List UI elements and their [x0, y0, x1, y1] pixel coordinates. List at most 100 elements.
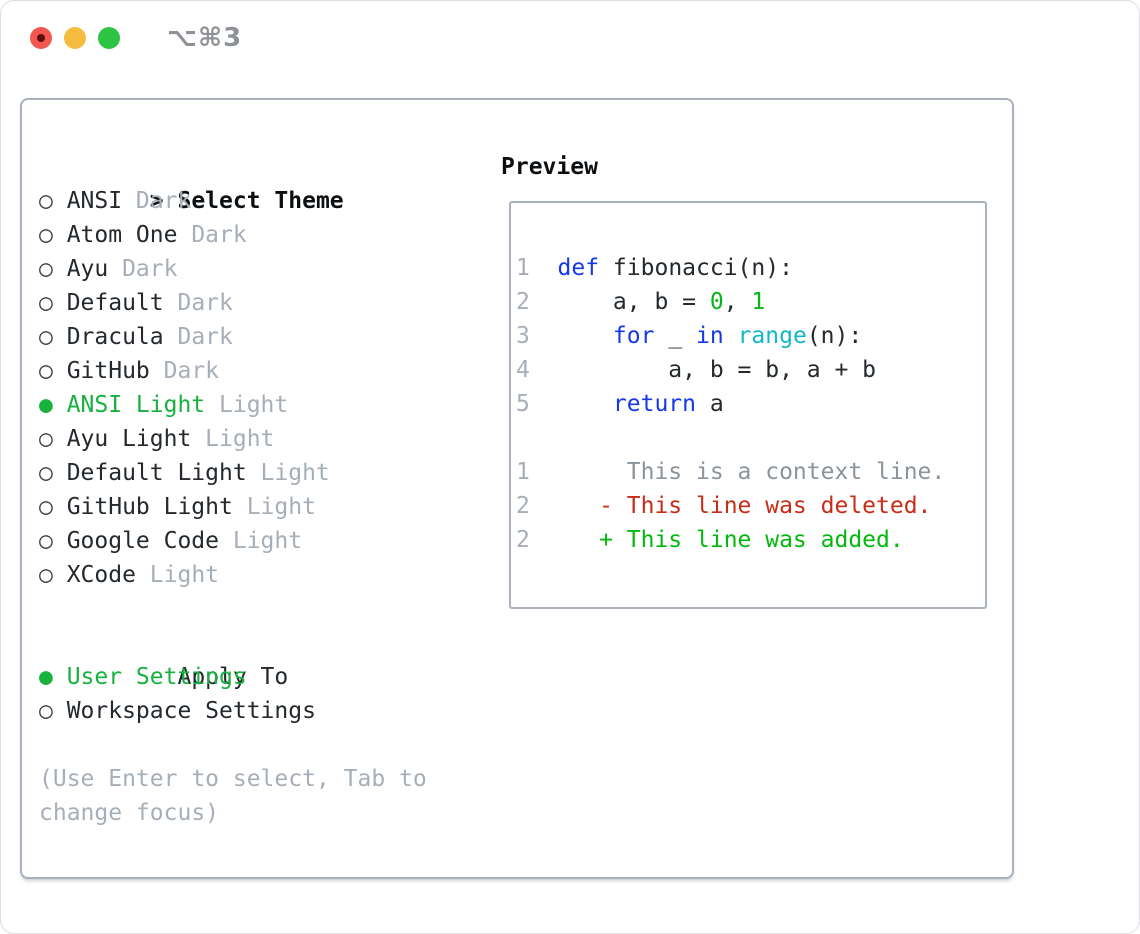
- theme-name: Default Light: [66, 460, 247, 486]
- zoom-button[interactable]: [98, 27, 120, 49]
- radio-unselected-icon: ○: [39, 290, 53, 316]
- code-token: a, b = b, a + b: [557, 357, 877, 383]
- line-number: 4: [516, 357, 530, 383]
- code-token: [558, 391, 613, 417]
- theme-name: ANSI: [66, 188, 123, 214]
- select-theme-header: >Select Theme: [39, 150, 501, 214]
- theme-option[interactable]: ○ Atom One Dark: [39, 218, 501, 252]
- apply-to-label: User Settings: [66, 664, 247, 690]
- close-button[interactable]: [30, 27, 52, 49]
- apply-to-option[interactable]: ● User Settings: [39, 660, 501, 694]
- code-token: fibonacci(n):: [599, 255, 793, 281]
- theme-variant-tag: Dark: [191, 222, 247, 248]
- code-token: a: [696, 391, 724, 417]
- preview-line: 2 - This line was deleted.: [516, 489, 985, 523]
- line-number: 2: [516, 289, 530, 315]
- hint-line-1: (Use Enter to select, Tab to: [39, 766, 427, 792]
- cursor-prompt-icon: >: [149, 188, 164, 214]
- theme-option[interactable]: ○ Google Code Light: [39, 524, 501, 558]
- radio-unselected-icon: ○: [39, 324, 53, 350]
- theme-option[interactable]: ○ XCode Light: [39, 558, 501, 592]
- preview-title: Preview: [501, 154, 598, 180]
- code-token: This is a context line.: [557, 459, 946, 485]
- code-token: [724, 323, 738, 349]
- theme-name: XCode: [66, 562, 136, 588]
- line-number: 2: [516, 527, 530, 553]
- minimize-button[interactable]: [64, 27, 86, 49]
- preview-line: 2 + This line was added.: [516, 523, 985, 557]
- line-number: 3: [516, 323, 530, 349]
- window-title: ⌥⌘3: [167, 23, 243, 53]
- line-number: 2: [516, 493, 530, 519]
- code-token: range: [737, 323, 807, 349]
- radio-unselected-icon: ○: [39, 460, 53, 486]
- theme-variant-tag: Light: [219, 392, 289, 418]
- theme-name: GitHub: [66, 358, 150, 384]
- theme-variant-tag: Dark: [177, 324, 233, 350]
- theme-option[interactable]: ○ Ayu Dark: [39, 252, 501, 286]
- radio-unselected-icon: ○: [39, 562, 53, 588]
- line-number: 1: [516, 255, 530, 281]
- code-token: - This line was deleted.: [557, 493, 932, 519]
- theme-name: Ayu Light: [66, 426, 192, 452]
- apply-to-title: Apply To: [177, 664, 289, 690]
- radio-unselected-icon: ○: [39, 426, 53, 452]
- radio-unselected-icon: ○: [39, 188, 53, 214]
- line-number: 5: [516, 391, 530, 417]
- preview-line: 2 a, b = 0, 1: [516, 285, 985, 319]
- code-token: + This line was added.: [557, 527, 904, 553]
- code-token: def: [557, 255, 600, 281]
- line-number: 1: [516, 459, 530, 485]
- theme-name: Atom One: [66, 222, 178, 248]
- spacer: [39, 728, 501, 762]
- code-token: return: [612, 391, 697, 417]
- radio-selected-icon: ●: [39, 392, 53, 418]
- preview-line: 4 a, b = b, a + b: [516, 353, 985, 387]
- radio-unselected-icon: ○: [39, 698, 53, 724]
- preview-line: 1 def fibonacci(n):: [516, 251, 985, 285]
- theme-variant-tag: Dark: [122, 256, 178, 282]
- radio-unselected-icon: ○: [39, 256, 53, 282]
- theme-option[interactable]: ○ GitHub Dark: [39, 354, 501, 388]
- radio-unselected-icon: ○: [39, 528, 53, 554]
- code-token: (n):: [806, 323, 863, 349]
- theme-variant-tag: Light: [205, 426, 275, 452]
- theme-option[interactable]: ○ Ayu Light Light: [39, 422, 501, 456]
- preview-line: 5 return a: [516, 387, 985, 421]
- code-token: a, b =: [557, 289, 710, 315]
- theme-name: Google Code: [66, 528, 220, 554]
- theme-variant-tag: Light: [149, 562, 220, 588]
- traffic-lights: [30, 27, 120, 49]
- apply-to-label: Workspace Settings: [66, 698, 316, 724]
- code-token: 0: [709, 289, 724, 315]
- theme-variant-tag: Dark: [163, 358, 220, 384]
- code-token: _: [654, 323, 697, 349]
- code-token: for: [612, 323, 655, 349]
- theme-name: Ayu: [66, 256, 109, 282]
- preview-line: 3 for _ in range(n):: [516, 319, 985, 353]
- theme-variant-tag: Light: [246, 494, 316, 520]
- radio-unselected-icon: ○: [39, 358, 53, 384]
- theme-name: GitHub Light: [66, 494, 233, 520]
- apply-to-option[interactable]: ○ Workspace Settings: [39, 694, 501, 728]
- theme-option[interactable]: ○ GitHub Light Light: [39, 490, 501, 524]
- radio-selected-icon: ●: [39, 664, 53, 690]
- code-token: [558, 323, 613, 349]
- hint-line-2: change focus): [39, 800, 220, 826]
- spacer: [39, 592, 501, 626]
- radio-unselected-icon: ○: [39, 222, 53, 248]
- theme-variant-tag: Light: [232, 528, 303, 554]
- radio-unselected-icon: ○: [39, 494, 53, 520]
- theme-name: Default: [66, 290, 164, 316]
